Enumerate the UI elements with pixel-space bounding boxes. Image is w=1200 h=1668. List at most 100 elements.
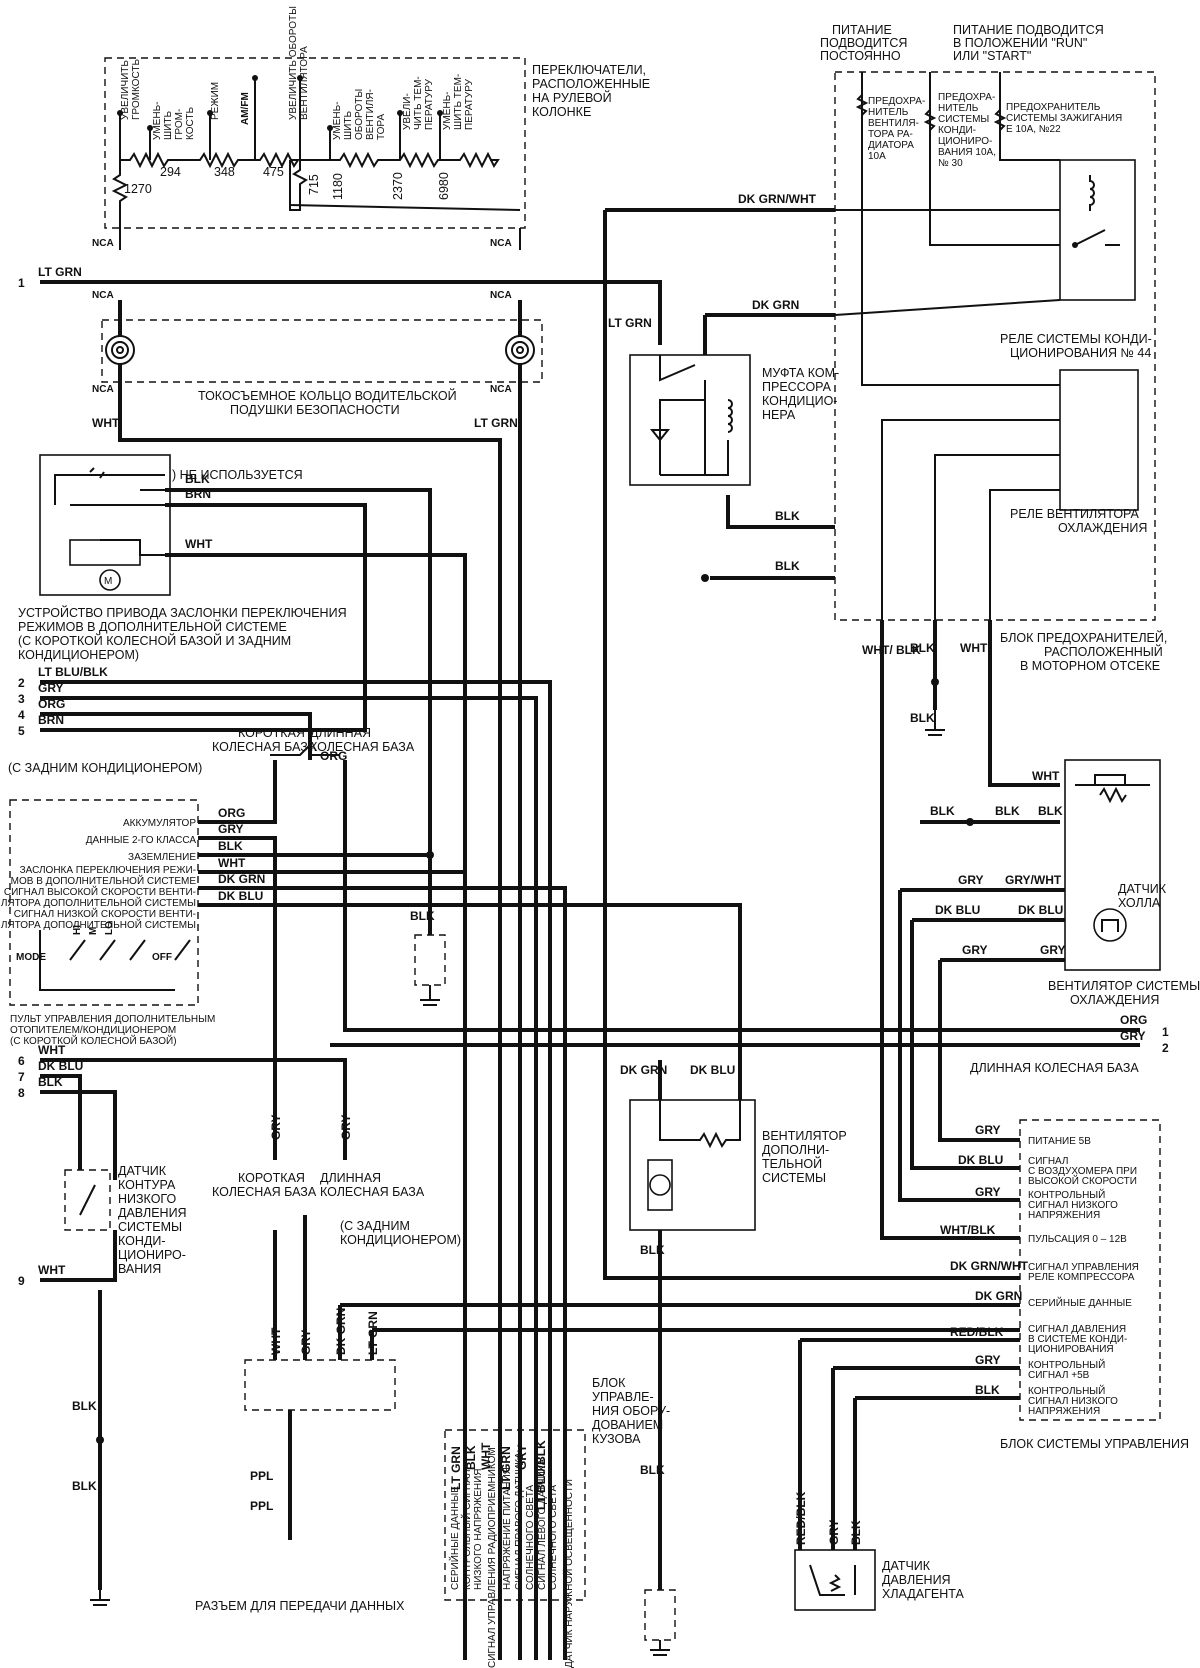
wheelbase-callouts: КОРОТКАЯ КОЛЕСНАЯ БАЗА ДЛИННАЯ КОЛЕСНАЯ … [8,726,1139,1247]
resistor-6980: 6980 [437,172,451,200]
svg-text:7: 7 [18,1070,25,1084]
svg-text:ВЕНТИЛЯТОР: ВЕНТИЛЯТОР [762,1129,847,1143]
svg-text:СИСТЕМЫ: СИСТЕМЫ [118,1220,182,1234]
svg-text:ОТОПИТЕЛЕМ/КОНДИЦИОНЕРОМ: ОТОПИТЕЛЕМ/КОНДИЦИОНЕРОМ [10,1025,176,1036]
svg-text:ВАНИЯ: ВАНИЯ [118,1262,161,1276]
svg-text:DK BLU: DK BLU [218,889,263,903]
svg-text:ЧИТЬ ТЕМ-: ЧИТЬ ТЕМ- [413,76,424,130]
svg-text:КОНТРОЛЬНЫЙ СИГНАЛ: КОНТРОЛЬНЫЙ СИГНАЛ [460,1469,473,1590]
svg-text:КОСТЬ: КОСТЬ [185,107,196,140]
svg-text:ДАВЛЕНИЯ: ДАВЛЕНИЯ [118,1206,187,1220]
svg-text:1: 1 [1162,1025,1169,1039]
svg-text:GRY: GRY [975,1123,1001,1137]
svg-text:BLK: BLK [775,509,800,523]
svg-text:(С ЗАДНИМ КОНДИЦИОНЕРОМ): (С ЗАДНИМ КОНДИЦИОНЕРОМ) [8,761,202,775]
svg-text:КОЛЕСНАЯ БАЗА: КОЛЕСНАЯ БАЗА [310,740,415,754]
resistor-1180: 1180 [331,173,345,200]
svg-text:BLK: BLK [975,1383,1000,1397]
svg-text:NCA: NCA [490,384,512,395]
svg-text:СИГНАЛ ПРАВОГО ДАТЧИКА: СИГНАЛ ПРАВОГО ДАТЧИКА [514,1452,525,1590]
svg-text:СИГНАЛ УПРАВЛЕНИЯ РАДИОПРИЕМНИ: СИГНАЛ УПРАВЛЕНИЯ РАДИОПРИЕМНИКОМ [487,1447,498,1668]
svg-text:СИСТЕМЫ: СИСТЕМЫ [938,114,989,125]
svg-text:НИЗКОГО: НИЗКОГО [118,1192,176,1206]
svg-text:СОЛНЕЧНОГО СВЕТА: СОЛНЕЧНОГО СВЕТА [525,1484,536,1590]
svg-text:КОНДИ-: КОНДИ- [938,125,976,136]
svg-text:РЕЛЕ ВЕНТИЛЯТОРА: РЕЛЕ ВЕНТИЛЯТОРА [1010,507,1140,521]
fuse-radiator-caption: ПРЕДОХРА- НИТЕЛЬ ВЕНТИЛЯ- ТОРА РА- ДИАТО… [868,96,925,162]
svg-text:BLK: BLK [72,1399,97,1413]
svg-text:ГРОМ-: ГРОМ- [174,109,185,140]
svg-text:КОНДИЦИО-: КОНДИЦИО- [762,394,837,408]
svg-text:DK BLU: DK BLU [935,903,980,917]
svg-text:С ВОЗДУХОМЕРА ПРИ: С ВОЗДУХОМЕРА ПРИ [1028,1166,1137,1177]
svg-text:ПОСТОЯННО: ПОСТОЯННО [820,49,901,63]
wiring: 1 LT GRN WHT LT GRN DK GRN/WHT DK GRN LT… [18,192,1169,1660]
svg-text:ПЕРАТУРУ: ПЕРАТУРУ [424,78,435,130]
svg-text:WHT: WHT [1032,769,1060,783]
svg-text:ЗАСЛОНКА ПЕРЕКЛЮЧЕНИЯ РЕЖИ-: ЗАСЛОНКА ПЕРЕКЛЮЧЕНИЯ РЕЖИ- [20,865,196,876]
svg-text:DK GRN: DK GRN [334,1308,348,1355]
svg-text:ВАНИЯ 10А,: ВАНИЯ 10А, [938,147,996,158]
svg-text:ПРЕДОХРАНИТЕЛЬ: ПРЕДОХРАНИТЕЛЬ [1006,102,1101,113]
svg-text:ЗАЗЕМЛЕНИЕ: ЗАЗЕМЛЕНИЕ [128,852,196,863]
steering-switches-caption: ПЕРЕКЛЮЧАТЕЛИ, РАСПОЛОЖЕННЫЕ НА РУЛЕВОЙ … [532,63,650,119]
svg-text:ПОДВОДИТСЯ: ПОДВОДИТСЯ [820,36,907,50]
svg-text:ПУЛЬТ УПРАВЛЕНИЯ ДОПОЛНИТЕЛЬНЫ: ПУЛЬТ УПРАВЛЕНИЯ ДОПОЛНИТЕЛЬНЫМ [10,1014,215,1025]
svg-text:ОХЛАЖДЕНИЯ: ОХЛАЖДЕНИЯ [1058,521,1147,535]
svg-text:РЕЛЕ КОМПРЕССОРА: РЕЛЕ КОМПРЕССОРА [1028,1272,1135,1283]
svg-text:ПИТАНИЕ 5В: ПИТАНИЕ 5В [1028,1136,1091,1147]
svg-text:УВЕЛИЧИТЬ ОБОРОТЫ: УВЕЛИЧИТЬ ОБОРОТЫ [288,6,299,120]
airbag-clockspring: NCA NCA NCA NCA NCA NCA ТОКОСЪЕМНОЕ КОЛЬ… [92,228,543,417]
svg-text:M: M [88,927,99,935]
svg-text:КОНТРОЛЬНЫЙ: КОНТРОЛЬНЫЙ [1028,1358,1105,1371]
svg-text:BLK: BLK [640,1463,665,1477]
resistor-294: 294 [160,165,181,179]
svg-text:1: 1 [18,276,25,290]
svg-text:ХОЛЛА: ХОЛЛА [1118,896,1161,910]
svg-text:НАПРЯЖЕНИЯ: НАПРЯЖЕНИЯ [1028,1210,1100,1221]
svg-text:2: 2 [18,676,25,690]
svg-text:РЕЖИМ: РЕЖИМ [210,82,221,120]
svg-text:№ 30: № 30 [938,158,963,169]
svg-text:LT GRN: LT GRN [366,1311,380,1355]
svg-text:WHT/BLK: WHT/BLK [940,1223,996,1237]
svg-text:ДАТЧИК: ДАТЧИК [118,1164,167,1178]
svg-text:НИТЕЛЬ: НИТЕЛЬ [868,107,909,118]
svg-text:BLK: BLK [930,804,955,818]
svg-text:В ПОЛОЖЕНИИ "RUN": В ПОЛОЖЕНИИ "RUN" [953,36,1087,50]
cooling-fan: ДАТЧИК ХОЛЛА ВЕНТИЛЯТОР СИСТЕМЫ ОХЛАЖДЕН… [1048,759,1200,1007]
aux-hvac-control-panel: АККУМУЛЯТОР ДАННЫЕ 2-ГО КЛАССА ЗАЗЕМЛЕНИ… [1,799,215,1047]
svg-text:GRY/WHT: GRY/WHT [1005,873,1062,887]
svg-text:DK GRN: DK GRN [620,1063,667,1077]
svg-text:GRY: GRY [218,822,244,836]
svg-text:M: M [104,576,112,587]
svg-text:КОНДИЦИОНЕРОМ): КОНДИЦИОНЕРОМ) [340,1233,461,1247]
svg-text:СИГНАЛ НИЗКОГО: СИГНАЛ НИЗКОГО [1028,1200,1118,1211]
svg-text:BLK: BLK [72,1479,97,1493]
svg-text:DK BLU: DK BLU [690,1063,735,1077]
svg-text:PPL: PPL [250,1469,273,1483]
svg-text:ТОКОСЪЕМНОЕ КОЛЬЦО ВОДИТЕЛЬСКО: ТОКОСЪЕМНОЕ КОЛЬЦО ВОДИТЕЛЬСКОЙ [198,388,457,403]
svg-text:НЕРА: НЕРА [762,408,796,422]
svg-text:WHT: WHT [479,1442,493,1470]
svg-text:ЦИОНИРОВАНИЯ: ЦИОНИРОВАНИЯ [1028,1344,1114,1355]
svg-text:ОХЛАЖДЕНИЯ: ОХЛАЖДЕНИЯ [1070,993,1159,1007]
fuse-block-caption: БЛОК ПРЕДОХРАНИТЕЛЕЙ, РАСПОЛОЖЕННЫЙ В МО… [1000,630,1167,673]
svg-text:NCA: NCA [490,290,512,301]
svg-text:НИЗКОГО НАПРЯЖЕНИЯ: НИЗКОГО НАПРЯЖЕНИЯ [473,1468,484,1590]
svg-text:LT GRN: LT GRN [608,316,652,330]
svg-text:ДЛИННАЯ: ДЛИННАЯ [320,1171,381,1185]
mode-door-actuator: M ) НЕ ИСПОЛЬЗУЕТСЯ УСТРОЙСТВО ПРИВОДА З… [18,454,347,662]
svg-text:DK GRN: DK GRN [752,298,799,312]
svg-text:LT GRN: LT GRN [38,265,82,279]
svg-text:DK GRN/WHT: DK GRN/WHT [738,192,817,206]
aux-fan: ВЕНТИЛЯТОР ДОПОЛНИ- ТЕЛЬНОЙ СИСТЕМЫ [629,1099,847,1656]
svg-text:WHT: WHT [38,1043,66,1057]
svg-text:ЛЯТОРА ДОПОЛНИТЕЛЬНОЙ СИСТЕМЫ: ЛЯТОРА ДОПОЛНИТЕЛЬНОЙ СИСТЕМЫ [1,918,196,931]
svg-text:СИГНАЛ ВЫСОКОЙ СКОРОСТИ ВЕНТИ-: СИГНАЛ ВЫСОКОЙ СКОРОСТИ ВЕНТИ- [4,885,196,898]
low-pressure-switch: ДАТЧИК КОНТУРА НИЗКОГО ДАВЛЕНИЯ СИСТЕМЫ … [64,1164,187,1606]
bcm-pin-labels: СЕРИЙНЫЕ ДАННЫЕ КОНТРОЛЬНЫЙ СИГНАЛ НИЗКО… [448,1447,575,1668]
